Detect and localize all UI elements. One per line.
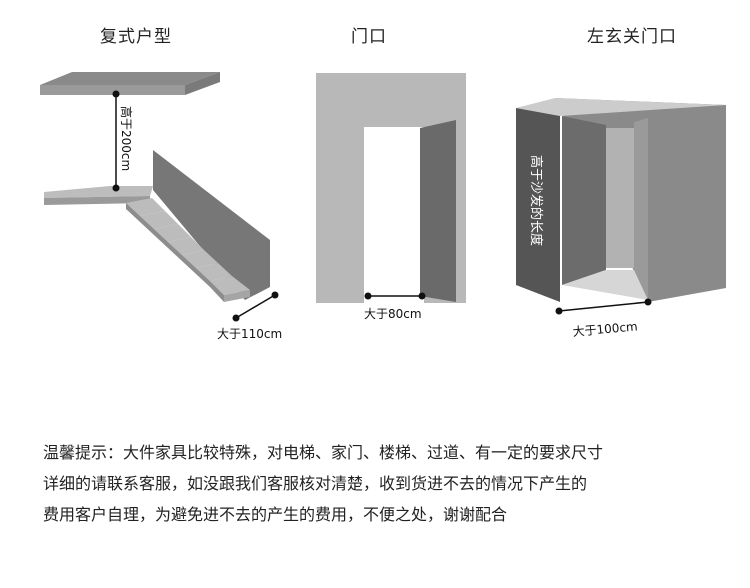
door-leaf	[420, 120, 456, 302]
ceiling-slab-top	[40, 72, 220, 85]
stairs-height-label: 高于200cm	[119, 106, 134, 171]
ceiling-slab-side	[185, 72, 220, 95]
stairs-panel-title: 复式户型	[100, 27, 172, 47]
stairs-height-dot-bottom	[112, 184, 120, 192]
door-width-label: 大于80cm	[364, 307, 422, 321]
notice-line: 费用客户自理，为避免进不去的产生的费用，不便之处，谢谢配合	[43, 505, 508, 524]
entry-width-dot-left	[555, 307, 563, 315]
stair-side-wall	[153, 150, 270, 300]
entry-width-dot-right	[644, 298, 652, 306]
door-panel-title: 门口	[351, 27, 387, 47]
stairs-width-dot-left	[232, 314, 240, 322]
entry-inner-door	[606, 128, 634, 268]
entry-left-wall	[516, 108, 560, 302]
entry-top	[516, 98, 726, 116]
notice-line: 温馨提示：大件家具比较特殊，对电梯、家门、楼梯、过道、有一定的要求尺寸	[43, 443, 604, 462]
door-opening	[364, 127, 424, 303]
entry-panel-title: 左玄关门口	[587, 27, 677, 47]
door-width-dot-right	[418, 292, 426, 300]
door-width-dot-left	[364, 292, 372, 300]
entry-inner-right	[634, 118, 648, 300]
stairs-width-dot-right	[271, 291, 279, 299]
notice-text: 温馨提示：大件家具比较特殊，对电梯、家门、楼梯、过道、有一定的要求尺寸 详细的请…	[43, 437, 733, 530]
stairs-width-label: 大于110cm	[217, 327, 282, 341]
stairs-height-dot-top	[112, 90, 120, 98]
entry-width-label: 大于100cm	[572, 319, 638, 339]
stairs-illustration: 高于200cm 大于110cm	[40, 72, 282, 341]
notice-line: 详细的请联系客服，如没跟我们客服核对清楚，收到货进不去的情况下产生的	[43, 474, 588, 493]
stair-landing-front	[44, 196, 150, 205]
entry-illustration: 高于沙发的长度 大于100cm	[516, 98, 726, 339]
door-illustration: 大于80cm	[316, 73, 466, 321]
entry-height-label: 高于沙发的长度	[528, 155, 544, 246]
stair-landing-top	[44, 186, 153, 198]
measurement-diagram: 高于200cm 大于110cm 大于80cm 高于沙发的长度 大于100cm	[40, 72, 726, 341]
ceiling-slab-front	[40, 85, 185, 95]
entry-inner-back	[562, 116, 606, 285]
entry-width-line	[558, 301, 649, 312]
stairs-width-line	[235, 294, 276, 319]
entry-floor	[562, 270, 648, 300]
stair-steps	[126, 198, 250, 302]
